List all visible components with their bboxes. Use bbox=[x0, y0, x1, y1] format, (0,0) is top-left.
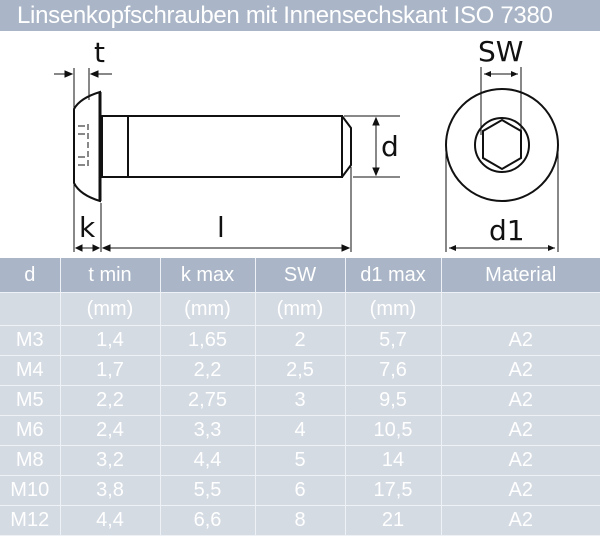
table-cell: 5,5 bbox=[159, 475, 256, 506]
table-cell: 1,65 bbox=[159, 325, 256, 356]
column-header: k max bbox=[159, 258, 256, 293]
column-header: t min bbox=[59, 258, 161, 293]
table-row: M3 1,4 1,65 2 5,7 A2 bbox=[0, 325, 600, 356]
table-cell: 4 bbox=[254, 415, 346, 446]
table-cell: 2 bbox=[254, 325, 346, 356]
table-cell: 2,2 bbox=[159, 355, 256, 386]
table-cell: 5 bbox=[254, 445, 346, 476]
dimension-label-l: l bbox=[217, 211, 225, 244]
unit-cell bbox=[440, 292, 600, 326]
table-row: M4 1,7 2,2 2,5 7,6 A2 bbox=[0, 355, 600, 386]
table-cell: 3 bbox=[254, 385, 346, 416]
column-header: d1 max bbox=[344, 258, 442, 293]
column-header: SW bbox=[254, 258, 346, 293]
table-cell: A2 bbox=[440, 325, 600, 356]
table-cell: 1,4 bbox=[59, 325, 161, 356]
table-cell: M3 bbox=[0, 325, 61, 356]
unit-cell: (mm) bbox=[344, 292, 442, 326]
table-cell: A2 bbox=[440, 475, 600, 506]
table-cell: 6,6 bbox=[159, 505, 256, 536]
dimension-label-d1: d1 bbox=[489, 214, 525, 247]
table-cell: A2 bbox=[440, 355, 600, 386]
table-cell: 3,2 bbox=[59, 445, 161, 476]
table-row: M5 2,2 2,75 3 9,5 A2 bbox=[0, 385, 600, 416]
table-cell: M4 bbox=[0, 355, 61, 386]
table-cell: 2,4 bbox=[59, 415, 161, 446]
dimension-label-k: k bbox=[79, 211, 96, 244]
table-cell: 6 bbox=[254, 475, 346, 506]
dimension-label-d: d bbox=[381, 130, 399, 163]
table-cell: 14 bbox=[344, 445, 442, 476]
table-cell: M12 bbox=[0, 505, 61, 536]
table-cell: 17,5 bbox=[344, 475, 442, 506]
table-cell: 7,6 bbox=[344, 355, 442, 386]
dimension-label-sw: SW bbox=[478, 35, 524, 68]
title-bar: Linsenkopfschrauben mit Innensechskant I… bbox=[0, 0, 600, 31]
table-cell: M8 bbox=[0, 445, 61, 476]
side-view-screw-drawing-icon bbox=[54, 67, 559, 252]
table-cell: A2 bbox=[440, 415, 600, 446]
table-cell: 2,75 bbox=[159, 385, 256, 416]
table-cell: 2,2 bbox=[59, 385, 161, 416]
table-cell: 10,5 bbox=[344, 415, 442, 446]
table-cell: A2 bbox=[440, 505, 600, 536]
column-header: Material bbox=[440, 258, 600, 293]
table-cell: M10 bbox=[0, 475, 61, 506]
top-view-hex-socket-drawing-icon bbox=[445, 67, 559, 252]
table-cell: 8 bbox=[254, 505, 346, 536]
table-row: M12 4,4 6,6 8 21 A2 bbox=[0, 505, 600, 536]
unit-cell bbox=[0, 292, 61, 326]
unit-cell: (mm) bbox=[254, 292, 346, 326]
table-row: M6 2,4 3,3 4 10,5 A2 bbox=[0, 415, 600, 446]
table-cell: 4,4 bbox=[159, 445, 256, 476]
table-row: M8 3,2 4,4 5 14 A2 bbox=[0, 445, 600, 476]
table-cell: 5,7 bbox=[344, 325, 442, 356]
table-cell: 9,5 bbox=[344, 385, 442, 416]
page-title: Linsenkopfschrauben mit Innensechskant I… bbox=[17, 2, 553, 29]
table-cell: 3,8 bbox=[59, 475, 161, 506]
dimension-label-t: t bbox=[94, 36, 105, 69]
technical-drawing: t k l d SW d1 bbox=[0, 31, 600, 258]
unit-cell: (mm) bbox=[59, 292, 161, 326]
column-header: d bbox=[0, 258, 61, 293]
table-cell: 1,7 bbox=[59, 355, 161, 386]
table-cell: A2 bbox=[440, 385, 600, 416]
units-row: (mm) (mm) (mm) (mm) bbox=[0, 292, 600, 326]
dimensions-table: d t min k max SW d1 max Material (mm) (m… bbox=[0, 258, 600, 536]
table-cell: M6 bbox=[0, 415, 61, 446]
table-cell: A2 bbox=[440, 445, 600, 476]
table-cell: 21 bbox=[344, 505, 442, 536]
table-cell: 4,4 bbox=[59, 505, 161, 536]
unit-cell: (mm) bbox=[159, 292, 256, 326]
table-row: M10 3,8 5,5 6 17,5 A2 bbox=[0, 475, 600, 506]
table-cell: M5 bbox=[0, 385, 61, 416]
table-cell: 2,5 bbox=[254, 355, 346, 386]
table-cell: 3,3 bbox=[159, 415, 256, 446]
table-header-row: d t min k max SW d1 max Material bbox=[0, 258, 600, 293]
